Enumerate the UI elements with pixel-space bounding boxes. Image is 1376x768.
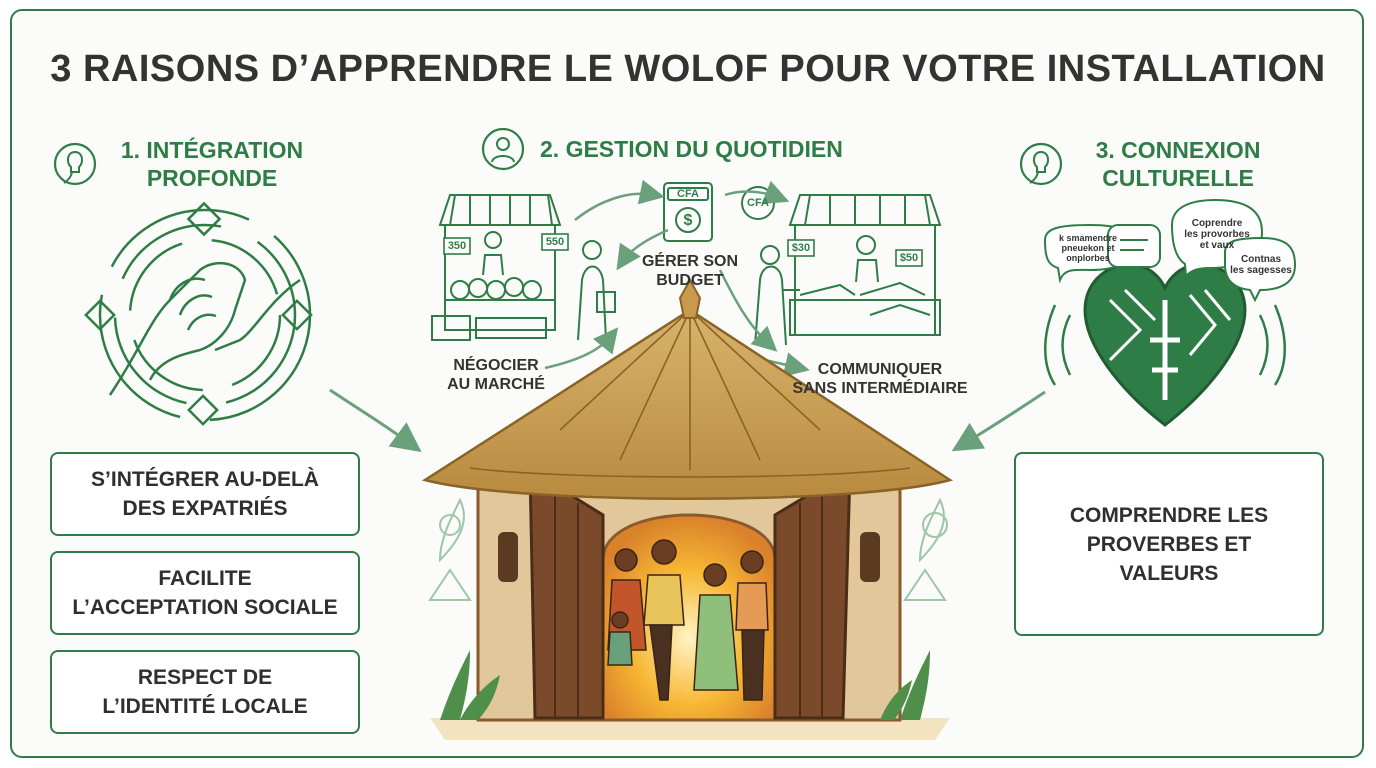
lightbulb-icon: [1019, 142, 1063, 186]
section-3-title: 3. CONNEXION CULTURELLE: [1095, 137, 1261, 191]
section-1-title: 1. INTÉGRATION PROFONDE: [120, 137, 304, 191]
heart-illustration: [1044, 263, 1286, 427]
label-communiquer: COMMUNIQUER SANS INTERMÉDIAIRE: [792, 361, 968, 397]
point-box-integrer: S’INTÉGRER AU-DELÀ DES EXPATRIÉS: [50, 452, 360, 536]
bubble-text-2: Coprendre les provorbes et vaux: [1184, 218, 1250, 251]
label-gerer-budget: GÉRER SON BUDGET: [641, 253, 738, 289]
price-tag-1: 350: [447, 240, 467, 252]
cfa-label: CFA: [677, 188, 699, 200]
person-icon: [481, 127, 525, 171]
lightbulb-icon: [53, 142, 97, 186]
decor-patterns: [428, 497, 948, 601]
section-1-heading: 1. INTÉGRATION PROFONDE: [52, 136, 312, 192]
market-stall-right: [754, 194, 942, 346]
bubble-text-3: Contnas les sagesses: [1230, 254, 1292, 276]
price-tag-2: 550: [545, 236, 565, 248]
bubble-text-1: k smamendre pneuekon et onplorbes: [1058, 233, 1118, 263]
hut-illustration: [421, 277, 953, 740]
market-stall-left: [431, 194, 616, 341]
dollar-sign-icon: $: [684, 212, 693, 229]
page-title: 3 RAISONS D’APPRENDRE LE WOLOF POUR VOTR…: [50, 48, 1326, 90]
point-box-proverbes: COMPRENDRE LES PROVERBES ET VALEURS: [1014, 452, 1324, 636]
section-2-heading: 2. GESTION DU QUOTIDIEN: [480, 126, 843, 172]
price-tag-4: $50: [899, 252, 919, 264]
section-3-heading: 3. CONNEXION CULTURELLE: [1018, 136, 1278, 192]
speech-bubbles: [1043, 198, 1297, 303]
point-box-acceptation: FACILITE L’ACCEPTATION SOCIALE: [50, 551, 360, 635]
handshake-illustration: [84, 201, 313, 426]
section-2-title: 2. GESTION DU QUOTIDIEN: [540, 136, 843, 162]
label-negocier-marche: NÉGOCIER AU MARCHÉ: [447, 357, 545, 393]
budget-calculator-icon: [663, 182, 713, 242]
point-box-respect: RESPECT DE L’IDENTITÉ LOCALE: [50, 650, 360, 734]
price-tag-3: $30: [791, 242, 811, 254]
cfa-coin-label: CFA: [747, 197, 769, 209]
